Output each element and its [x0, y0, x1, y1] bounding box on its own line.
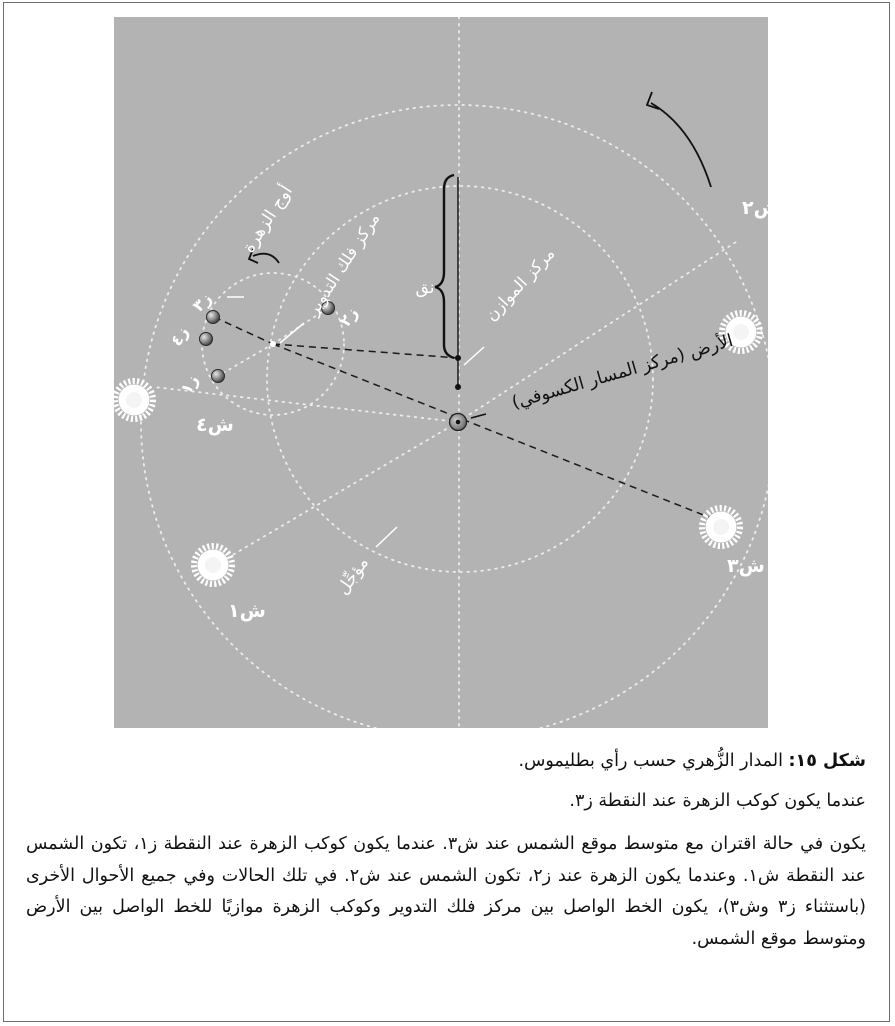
epicycle-venus1-line [217, 343, 274, 377]
equant-marker [455, 177, 461, 390]
earth-icon [448, 412, 468, 432]
epicycle-circle [201, 272, 345, 416]
figure-caption: شكل ١٥: المدار الزُّهري حسب رأي بطليموس.… [26, 744, 866, 955]
label-sun-3: ش٣ [727, 555, 765, 577]
sun-icon [194, 546, 232, 584]
epicycle-venus3-line [213, 316, 274, 345]
curved-arrow-icon [247, 248, 280, 264]
figure-label: شكل ١٥: [788, 751, 866, 771]
equant-circle [266, 185, 654, 573]
label-radius: نق [416, 278, 435, 298]
leader-lines [227, 296, 485, 548]
label-venus-2: ز٢ [335, 304, 361, 330]
caption-paragraph: يكون في حالة اقتران مع متوسط موقع الشمس … [26, 834, 866, 949]
venus-orbit-diagram: ش٢ ش٣ ش٤ ش١ ز٢ ز٣ ز٤ ز١ أوج الزهرة مركز … [114, 17, 768, 728]
caption-line1: عندما يكون كوكب الزهرة عند النقطة ز٣. [569, 791, 866, 811]
diagram-panel: ش٢ ش٣ ش٤ ش١ ز٢ ز٣ ز٤ ز١ أوج الزهرة مركز … [114, 17, 768, 728]
label-deferent: مؤجِّل [332, 553, 373, 599]
label-sun-2: ش٢ [742, 197, 768, 219]
sun-icon [702, 508, 740, 546]
earth-sun4-line [153, 386, 459, 423]
planet-sphere-icon [211, 369, 225, 383]
figure-title: المدار الزُّهري حسب رأي بطليموس. [518, 751, 783, 771]
label-sun-1: ش١ [228, 600, 266, 622]
label-equant-center: مركز الموازن [481, 244, 559, 325]
label-venus-4: ز٤ [166, 323, 192, 349]
label-epicycle-center: مركز فلك التدوير [303, 210, 384, 320]
label-venus-1: ز١ [176, 371, 202, 397]
equant-epicycle-line [272, 343, 459, 359]
planet-sphere-icon [321, 301, 335, 315]
earth-sun1-line [213, 421, 459, 567]
label-earth: الأرض (مركز المسار الكسوفي) [509, 329, 735, 413]
earth-sun3-line [272, 343, 717, 521]
earth-axis-point [455, 384, 461, 390]
earth-sun2-line [457, 241, 737, 423]
deferent-circle [140, 104, 768, 728]
curved-arrow-icon [645, 91, 712, 188]
label-apogee-venus: أوج الزهرة [237, 181, 297, 257]
label-sun-4: ش٤ [196, 414, 234, 436]
planet-sphere-icon [199, 332, 213, 346]
guide-circles [140, 17, 768, 728]
earth-leader-line [470, 413, 487, 419]
dashed-lines [213, 316, 717, 521]
figure-caption-title: شكل ١٥: المدار الزُّهري حسب رأي بطليموس. [26, 744, 866, 778]
planet-sphere-icon [206, 310, 220, 324]
radius-brace [434, 173, 455, 360]
equant-point [455, 355, 461, 361]
sun-icon [115, 381, 153, 419]
epicycle-center-point [270, 341, 276, 347]
